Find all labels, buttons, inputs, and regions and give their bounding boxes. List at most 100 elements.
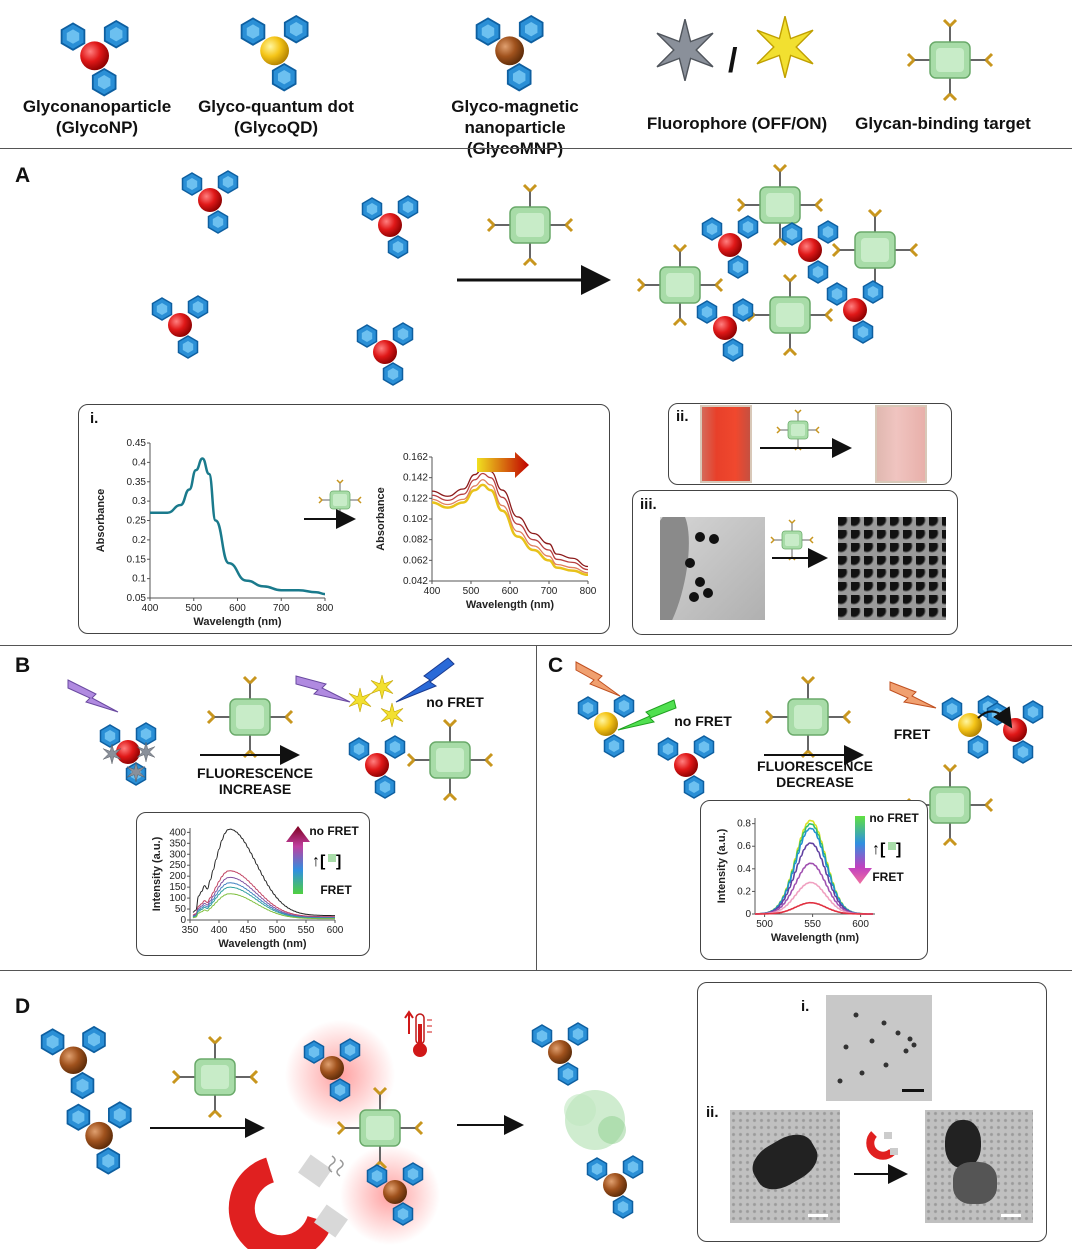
panel-b-chart-no-fret: no FRET <box>309 824 359 838</box>
panel-a-glyconp-4 <box>355 322 425 392</box>
svg-text:↑[: ↑[ <box>872 841 886 858</box>
panel-c-no-fret: no FRET <box>674 713 732 729</box>
panel-b-arrow <box>200 745 300 765</box>
y-tick-label: 0.1 <box>132 574 146 585</box>
series-line <box>754 901 874 915</box>
x-tick-label: 550 <box>298 925 315 936</box>
cuvette-red <box>700 405 752 483</box>
panel-c-fret: FRET <box>893 726 931 742</box>
y-tick-label: 100 <box>169 893 186 904</box>
y-tick-label: 250 <box>169 860 186 871</box>
x-tick-label: 800 <box>317 603 334 614</box>
y-tick-label: 0.05 <box>127 593 147 604</box>
panel-a-label: A <box>15 164 31 187</box>
panel-b-chart-box <box>136 812 370 956</box>
x-tick-label: 600 <box>502 586 519 597</box>
tem-image-before-magnet <box>730 1110 840 1223</box>
panel-c-green-bolt <box>617 699 677 731</box>
panel-a-i-label: i. <box>90 410 99 427</box>
x-tick-label: 600 <box>327 925 344 936</box>
divider-cd <box>0 970 1072 971</box>
panel-d-ii-label: ii. <box>706 1104 719 1121</box>
panel-d-ii-arrow <box>854 1164 908 1184</box>
x-tick-label: 500 <box>269 925 286 936</box>
fluorophore-off-icon <box>656 18 714 82</box>
y-tick-label: 0.122 <box>403 493 428 504</box>
series-line <box>431 479 589 574</box>
legend-glyconp: Glyconanoparticle(GlycoNP) <box>22 97 172 137</box>
series-line <box>431 472 589 571</box>
slash-separator: / <box>728 42 738 80</box>
x-tick-label: 700 <box>541 586 558 597</box>
panel-c-chart-target-icon: ↑[] <box>872 841 901 858</box>
y-tick-label: 0 <box>745 909 751 920</box>
y-tick-label: 0 <box>180 915 186 926</box>
tem-image-dispersed <box>660 517 765 620</box>
tem-image-after-magnet <box>925 1110 1033 1223</box>
x-tick-label: 550 <box>804 919 821 930</box>
x-tick-label: 700 <box>273 603 290 614</box>
panel-c-excitation-bolt <box>575 661 621 697</box>
series-line <box>192 828 336 917</box>
x-axis-label: Wavelength (nm) <box>771 932 860 944</box>
panel-a-ii-arrow <box>760 420 852 458</box>
svg-text:]: ] <box>896 841 901 858</box>
divider-bc <box>536 645 537 970</box>
panel-d-released-complex <box>520 1010 670 1230</box>
y-tick-label: 0.35 <box>127 477 147 488</box>
y-tick-label: 0.4 <box>737 864 751 875</box>
x-tick-label: 400 <box>211 925 228 936</box>
magnet-icon <box>228 1154 348 1249</box>
panel-b-excitation-bolt <box>67 679 119 713</box>
y-tick-label: 0.3 <box>132 496 146 507</box>
x-tick-label: 600 <box>229 603 246 614</box>
series-line <box>431 467 589 568</box>
y-axis-label: Intensity (a.u.) <box>151 836 163 911</box>
panel-d-magnet-small <box>866 1131 898 1160</box>
x-axis-label: Wavelength (nm) <box>193 616 282 628</box>
glyco-quantum-dot-icon <box>235 10 315 90</box>
svg-text:↑[: ↑[ <box>312 853 326 870</box>
y-tick-label: 200 <box>169 871 186 882</box>
panel-a-glyconp-3 <box>150 295 220 365</box>
y-tick-label: 150 <box>169 882 186 893</box>
y-axis-label: Intensity (a.u.) <box>716 828 728 903</box>
x-tick-label: 400 <box>424 586 441 597</box>
y-tick-label: 0.142 <box>403 473 428 484</box>
y-tick-label: 0.062 <box>403 555 428 566</box>
panel-a-i-arrow <box>304 509 356 529</box>
panel-b-quenched-np <box>90 712 170 792</box>
y-tick-label: 0.082 <box>403 535 428 546</box>
x-tick-label: 500 <box>463 586 480 597</box>
panel-d-mnp-1 <box>25 1020 115 1100</box>
series-line <box>150 457 326 596</box>
x-axis-label: Wavelength (nm) <box>218 938 307 950</box>
y-axis-label: Absorbance <box>95 489 107 553</box>
y-tick-label: 0.25 <box>127 516 147 527</box>
y-tick-label: 0.162 <box>403 452 428 463</box>
panel-b-chart-gradient-arrow <box>286 826 310 894</box>
x-axis-label: Wavelength (nm) <box>466 599 555 611</box>
panel-d-magnetic-complex <box>285 1020 440 1245</box>
panel-d-i-label: i. <box>801 998 810 1015</box>
panel-c-fret-bolt <box>889 681 937 709</box>
series-line <box>754 881 874 915</box>
panel-c-chart-gradient-arrow <box>848 816 872 884</box>
panel-c-bound-complex <box>920 680 1070 870</box>
y-tick-label: 0.15 <box>127 554 147 565</box>
panel-d-mnp-2 <box>60 1100 150 1180</box>
series-line <box>192 893 336 920</box>
y-tick-label: 0.2 <box>132 535 146 546</box>
y-tick-label: 0.042 <box>403 576 428 587</box>
x-tick-label: 600 <box>852 919 869 930</box>
panel-d-label: D <box>15 995 31 1018</box>
legend-glycoqd: Glyco-quantum dot(GlycoQD) <box>198 97 354 137</box>
panel-a-i-gradient-arrow <box>477 452 529 478</box>
x-tick-label: 350 <box>182 925 199 936</box>
y-tick-label: 350 <box>169 838 186 849</box>
